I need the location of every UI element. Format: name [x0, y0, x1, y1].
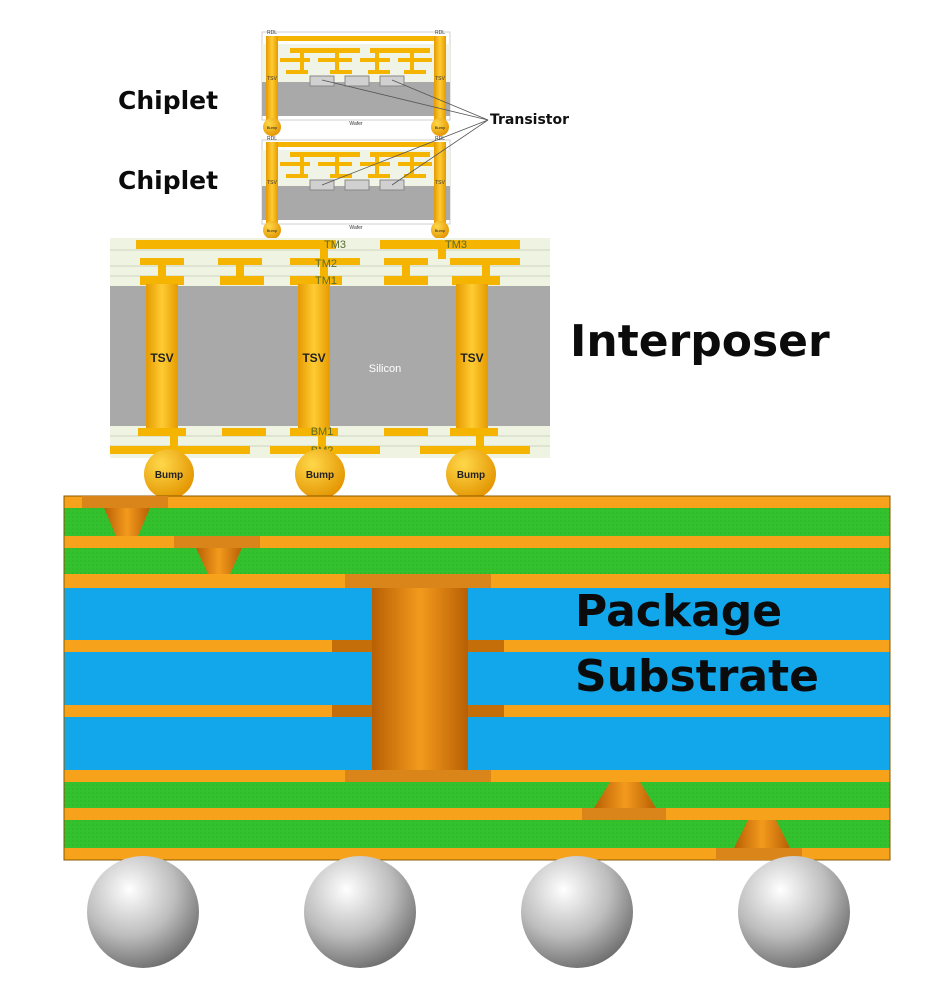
interposer-bump-label-3: Bump: [457, 470, 485, 481]
substrate-micro-vias-bottom: [582, 782, 802, 860]
chiplet-bottom-tsv-label-right: TSV: [435, 180, 445, 186]
solder-ball-1: [87, 856, 199, 968]
transistor-label: Transistor: [490, 112, 570, 128]
chiplet-bottom-wafer-label: Wafer: [349, 225, 362, 231]
interposer: TM3 TM3 TM2 TM1 BM1 BM2 TSV TSV TSV Sili…: [110, 238, 550, 458]
interposer-tm3-metal: [136, 240, 520, 249]
solder-ball-3: [521, 856, 633, 968]
interposer-tsv-1: [146, 284, 178, 430]
tsv-label-3: TSV: [460, 351, 483, 365]
layer-label-tm1: TM1: [315, 275, 337, 287]
layer-label-bm1: BM1: [311, 426, 334, 438]
chiplet-top-tsv-left: [266, 36, 278, 120]
interposer-bump-1: [144, 449, 194, 499]
substrate-through-hole: [332, 574, 504, 782]
interposer-tm1-metal: [140, 276, 500, 285]
chiplet-bottom-bump-label-right: Bump: [435, 228, 446, 233]
substrate-core-layers: [64, 588, 890, 770]
substrate-outline: [63, 495, 891, 861]
package-label: Package: [575, 586, 783, 637]
solder-ball-2: [304, 856, 416, 968]
interposer-bumps: Bump Bump Bump: [144, 449, 496, 499]
tsv-label-2: TSV: [302, 351, 325, 365]
chiplet-top-silicon: [262, 82, 450, 116]
chiplet-bottom-bump-left: [263, 221, 281, 239]
layer-label-tm3-a: TM3: [324, 239, 346, 251]
interposer-bump-2: [295, 449, 345, 499]
substrate-micro-vias-top: [82, 496, 260, 574]
interposer-bump-label-2: Bump: [306, 470, 334, 481]
chiplet-top-transistors: [309, 75, 405, 87]
chiplet-bottom-silicon: [262, 186, 450, 220]
interposer-tsv-3: [456, 284, 488, 430]
silicon-label: Silicon: [369, 363, 401, 375]
transistor-leader-lines: [321, 79, 489, 186]
chiplet-top-tsv-label-right: TSV: [435, 76, 445, 82]
package-substrate: [63, 495, 891, 861]
chiplet-top: RDL RDL TSV TSV Wafer Bump Bump: [261, 30, 451, 136]
chiplet-top-tsv-label-left: TSV: [267, 76, 277, 82]
chiplet-bottom-label: Chiplet: [118, 166, 219, 195]
interposer-bump-3: [446, 449, 496, 499]
chiplet-bottom-bump-right: [431, 221, 449, 239]
solder-ball-4: [738, 856, 850, 968]
chiplet-bottom-transistors: [309, 179, 405, 191]
chiplet-top-label: Chiplet: [118, 86, 219, 115]
chiplet-bottom-tsv-label-left: TSV: [267, 180, 277, 186]
chiplet-top-bump-left: [263, 118, 281, 136]
chiplet-bottom-bump-label-left: Bump: [267, 228, 278, 233]
chiplet-bottom-tsv-right: [434, 142, 446, 224]
chiplet-top-wiring: [268, 36, 444, 74]
chiplet-top-bump-label-right: Bump: [435, 125, 446, 130]
interposer-bump-label-1: Bump: [155, 470, 183, 481]
chiplet-top-bump-right: [431, 118, 449, 136]
layer-label-tm2: TM2: [315, 258, 337, 270]
tsv-label-1: TSV: [150, 351, 173, 365]
chiplet-bottom-tsv-left: [266, 142, 278, 224]
interposer-tsv-2: [298, 284, 330, 430]
chiplet-top-rdl-label-left: RDL: [267, 30, 277, 36]
chiplet-top-bump-label-left: Bump: [267, 125, 278, 130]
chiplet-top-wafer-label: Wafer: [349, 121, 362, 127]
interposer-label: Interposer: [570, 316, 830, 367]
chiplet-bottom: RDL RDL TSV TSV Wafer Bump Bump: [261, 136, 451, 239]
chiplet-bottom-rdl-label-left: RDL: [267, 136, 277, 142]
substrate-label: Substrate: [575, 651, 819, 702]
chiplet-top-rdl-label-right: RDL: [435, 30, 445, 36]
layer-label-tm3-b: TM3: [445, 239, 467, 251]
interposer-tm2-metal: [140, 249, 520, 277]
solder-balls: [87, 856, 850, 968]
